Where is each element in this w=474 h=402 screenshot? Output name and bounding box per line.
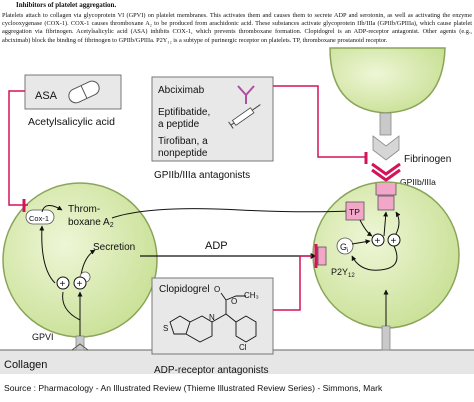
asa-inhibition-line — [8, 90, 28, 206]
fibrinogen-label: Fibrinogen — [404, 154, 451, 165]
cox1-enzyme — [25, 209, 55, 225]
clopidogrel-structure — [169, 292, 257, 343]
thromboxane-to-tp-arrow — [111, 208, 351, 219]
thromboxane-label-line2: boxane A2 — [68, 217, 114, 229]
gpvi-receptor — [71, 343, 89, 351]
gpiib-receptor-right — [375, 183, 397, 196]
figure-description: Platelets attach to collagen via glycopr… — [2, 12, 472, 44]
clopidogrel-caption: ADP-receptor antagonists — [154, 365, 269, 376]
gpvi-to-cox-arrow — [62, 291, 81, 321]
clopidogrel-box — [151, 277, 274, 355]
thromboxane-label-line1: Throm- — [68, 204, 100, 215]
right-plus-1 — [371, 233, 385, 247]
gi-to-plus-arrow — [351, 239, 371, 245]
right-plus-2-text: + — [391, 236, 397, 247]
clopidogrel-label: Clopidogrel — [159, 284, 210, 295]
syringe-icon — [228, 104, 261, 129]
asa-caption: Acetylsalicylic acid — [28, 116, 115, 128]
clopidogrel-n: N — [209, 313, 215, 322]
tirofiban-label-2: nonpeptide — [158, 148, 208, 159]
clopidogrel-cl: Cl — [239, 343, 247, 352]
gpiib-receptor-main — [377, 195, 395, 211]
clopidogrel-s: S — [163, 324, 168, 333]
clopidogrel-inhibition-line — [273, 255, 312, 311]
cox1-label: Cox-1 — [29, 214, 49, 223]
clopidogrel-o-ester: O — [231, 297, 237, 306]
collagen-label: Collagen — [4, 359, 47, 371]
right-platelet-stalk — [381, 325, 391, 351]
eptifibatide-label-2: a peptide — [158, 119, 200, 130]
tirofiban-label-1: Tirofiban, a — [158, 136, 208, 147]
upper-platelet — [329, 47, 446, 114]
fibrinogen-receptor-top — [372, 135, 400, 161]
asa-label: ASA — [35, 90, 58, 102]
antibody-icon — [237, 85, 255, 104]
left-plus-1 — [56, 276, 70, 290]
gi-label: Gi — [340, 242, 348, 254]
abciximab-label: Abciximab — [158, 85, 205, 96]
plus-to-gp-arrow — [383, 211, 389, 237]
thromboxane-arrow-in — [41, 205, 63, 213]
fibrinogen-chevron — [371, 162, 401, 182]
gp-antagonist-box — [151, 76, 274, 162]
source-citation: Source : Pharmacology - An Illustrated R… — [4, 383, 383, 393]
p2y12-label: P2Y12 — [331, 267, 355, 279]
secretion-label: Secretion — [93, 242, 135, 253]
gp-inhibition-line — [273, 85, 365, 158]
gpiib-label: GPIIb/IIIa — [400, 177, 436, 187]
clopidogrel-ch3: CH₃ — [244, 291, 259, 300]
gpvi-label: GPVI — [32, 332, 54, 342]
left-plus-2 — [73, 276, 87, 290]
p2y12-receptor — [317, 246, 327, 266]
gpvi-stalk — [75, 335, 85, 351]
secretion-loop-arrow — [351, 245, 398, 271]
tp-label: TP — [349, 207, 360, 217]
pill-icon — [68, 80, 100, 104]
adp-label: ADP — [205, 240, 228, 252]
tp-receptor — [345, 201, 365, 221]
left-plus-1-text: + — [60, 279, 66, 290]
right-plus-2-arrow — [395, 211, 401, 235]
left-plus-2-text: + — [77, 279, 83, 290]
figure-title: Inhibitors of platelet aggregation. — [16, 1, 117, 9]
tp-to-plus-arrow — [359, 219, 373, 237]
fibrinogen-stalk — [379, 112, 392, 136]
cox-activation-arrow — [39, 225, 56, 284]
gi-protein — [336, 237, 354, 255]
clopidogrel-o-top: O — [214, 285, 220, 294]
eptifibatide-label-1: Eptifibatide, — [158, 107, 210, 118]
right-plus-1-text: + — [375, 236, 381, 247]
gp-antagonist-caption: GPIIb/IIIa antagonists — [154, 170, 250, 181]
